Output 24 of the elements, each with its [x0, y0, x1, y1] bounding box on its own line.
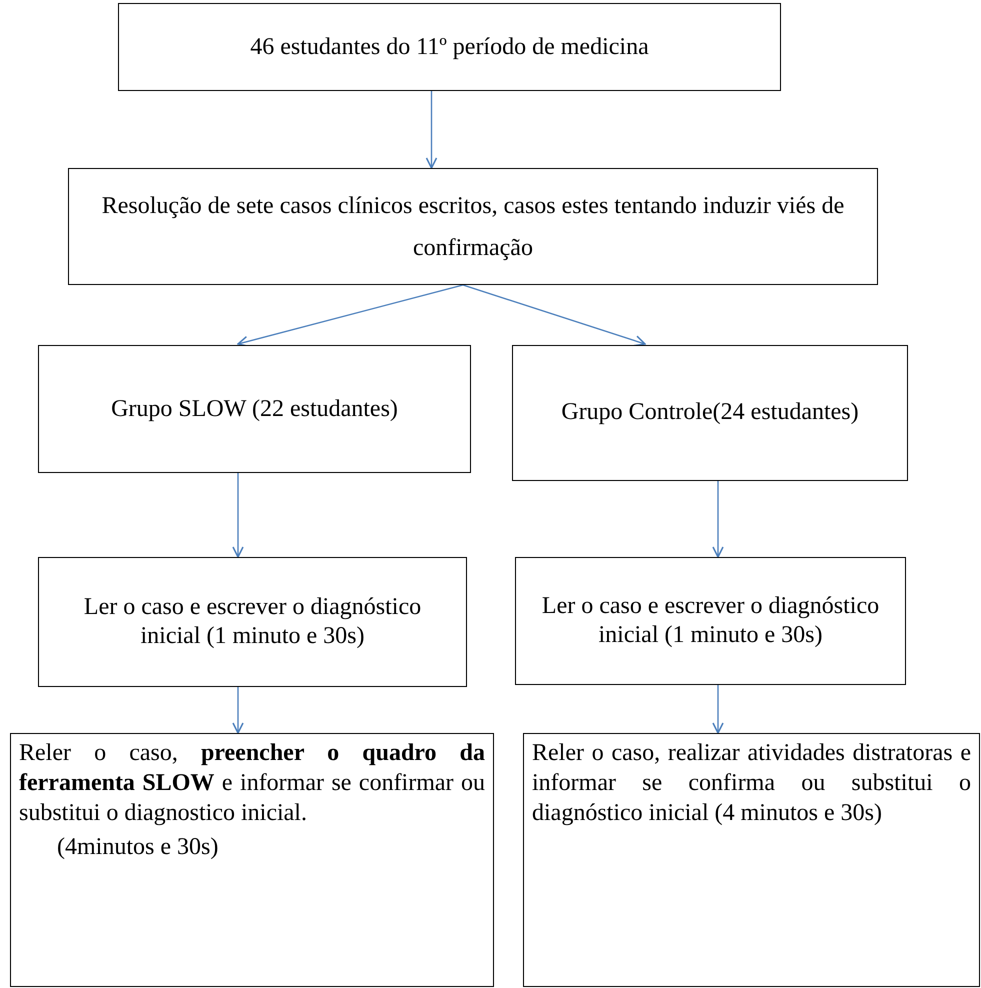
arrow [462, 284, 646, 346]
process-box [68, 168, 878, 285]
box-text: Reler o caso, realizar atividades distratoras e informar se confirma ou substitui o diagnóstico inicial (4 minutos e 30s) [532, 739, 971, 828]
box-text: Resolução de sete casos clínicos escritos, casos estes tentando induzir viés de confirmação [100, 192, 846, 262]
box-text: Grupo SLOW (22 estudantes) [110, 395, 399, 424]
arrow [426, 91, 438, 169]
box-text: Grupo Controle(24 estudantes) [560, 398, 860, 428]
arrow [712, 481, 724, 558]
box-text: (4minutos e 30s) [56, 833, 220, 862]
arrow [232, 687, 244, 734]
process-box [38, 557, 467, 687]
box-text: Reler o caso, preencher o quadro da ferramenta SLOW e informar se confirmar ou substitui o diagnostico inicial. [19, 739, 485, 828]
box-text: Ler o caso e escrever o diagnóstico inicial (1 minuto e 30s) [82, 593, 422, 651]
process-box [10, 733, 494, 987]
process-box [512, 345, 908, 481]
process-box [38, 345, 471, 473]
process-box [523, 733, 980, 987]
arrow [232, 473, 244, 558]
box-text: Ler o caso e escrever o diagnóstico inicial (1 minuto e 30s) [540, 592, 880, 650]
arrow [712, 685, 724, 734]
process-box [118, 3, 781, 91]
arrow [237, 284, 464, 348]
process-box [515, 557, 906, 685]
box-text: 46 estudantes do 11º período de medicina [249, 32, 650, 62]
